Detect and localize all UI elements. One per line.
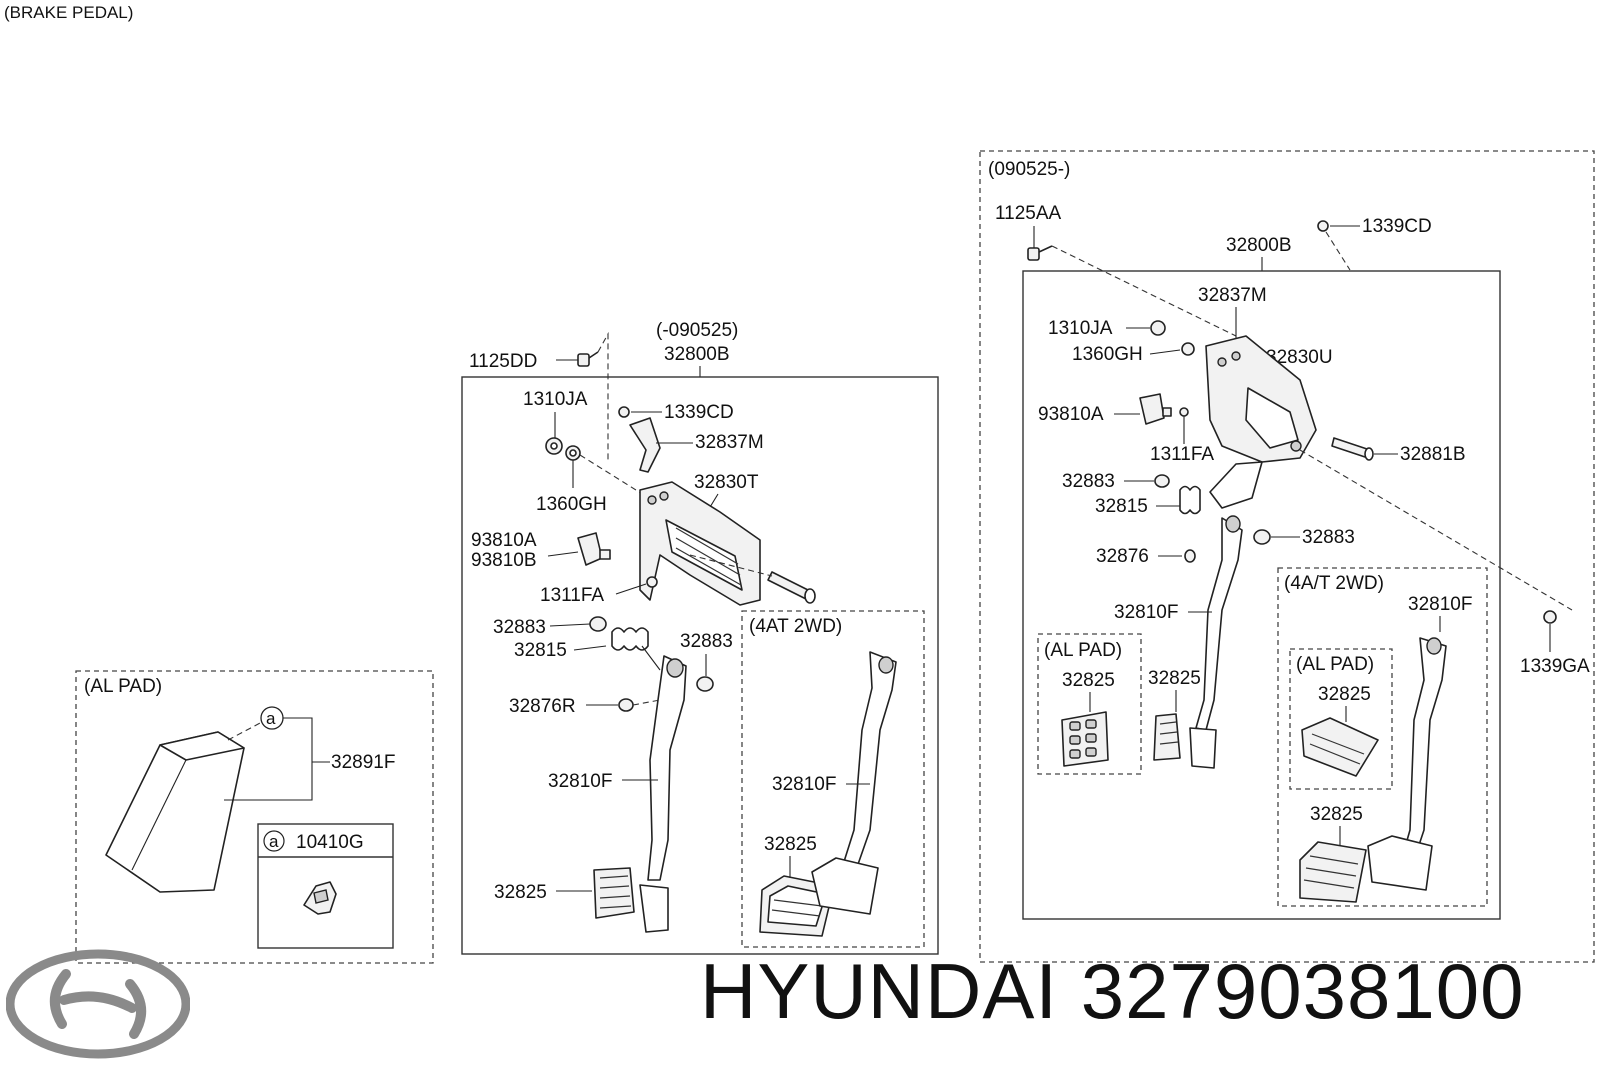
al-pad-late-part [1061,711,1109,767]
al-pad-late-sub-part [1301,717,1379,777]
part-label-32825-late-sub-al: 32825 [1318,684,1371,705]
part-label-32876R: 32876R [509,696,576,717]
early-4at-title: (4AT 2WD) [749,616,842,637]
return-spring-part [611,627,661,671]
pivot-shaft-32881B-part [1331,437,1374,461]
late-al-pad-title: (AL PAD) [1044,640,1122,661]
part-label-32810F-sub: 32810F [772,774,836,795]
al-pad-box [75,670,434,964]
part-label-32815-early: 32815 [514,640,567,661]
late-sub-al-pad-box [1289,648,1393,790]
clip-part [303,881,337,915]
aluminum-pad-cover-part [105,731,245,893]
diagram-title: (BRAKE PEDAL) [4,3,133,22]
footer-brand-partnumber: HYUNDAI 3279038100 [700,952,1525,1030]
late-assembly-box [1022,270,1501,920]
part-label-1339CD-late: 1339CD [1362,216,1432,237]
bracket-32837M-part [629,417,661,473]
part-label-1125DD: 1125DD [469,351,537,372]
return-spring-late-part [1179,485,1201,515]
part-label-32883-late-right: 32883 [1302,527,1355,548]
sub-brake-arm-late-part [1401,637,1447,861]
pedal-member-32830T-part [639,481,761,606]
late-4at-box [1277,567,1488,907]
brake-arm-late-part [1195,515,1243,731]
sub-brake-arm-part [841,651,897,871]
sub-brake-pad-late-part [1299,835,1433,903]
early-group: (-090525) 32800B 1125DD 1310JA 1360GH 13… [461,320,939,955]
late-4at-title: (4A/T 2WD) [1284,573,1384,594]
callout-a-label: a [266,709,276,728]
bolt-1125DD-part [577,351,599,367]
late-group: (090525-) 1125AA 1339CD 32800B 32837M 13… [979,150,1595,963]
stop-lamp-switch-late-part [1139,393,1172,425]
brake-pad-late-part [1153,713,1217,769]
part-label-93810B: 93810B [471,550,537,571]
early-date-range: (-090525) [656,320,738,341]
part-label-32891F: 32891F [331,752,395,773]
part-label-32837M-early: 32837M [695,432,764,453]
early-assembly-box [461,376,939,955]
pivot-shaft-part [767,571,816,604]
clip-box [257,823,394,949]
part-label-32815-late: 32815 [1095,496,1148,517]
part-label-1360GH-late: 1360GH [1072,344,1143,365]
late-outer-box [979,150,1595,963]
part-label-32883-late-left: 32883 [1062,471,1115,492]
part-label-1360GH: 1360GH [536,494,607,515]
late-sub-al-pad-title: (AL PAD) [1296,654,1374,675]
al-pad-group: (AL PAD) a 32891F a 10410G [75,670,434,964]
bolt-1125AA-part [1027,245,1053,261]
stop-lamp-switch-part [577,532,611,566]
part-label-32883-right: 32883 [680,631,733,652]
part-label-32881B: 32881B [1400,444,1466,465]
part-label-32825-late-al: 32825 [1062,670,1115,691]
part-label-32810F-late: 32810F [1114,602,1178,623]
clip-callout-a: a [269,832,279,851]
brake-arm-32810F-part [647,655,687,881]
part-label-1310JA: 1310JA [523,389,588,410]
part-label-10410G: 10410G [296,832,364,853]
part-label-32810F-early: 32810F [548,771,612,792]
late-assembly-label: 32800B [1226,235,1292,256]
late-al-pad-box [1037,633,1142,775]
part-label-32876: 32876 [1096,546,1149,567]
hyundai-logo-icon [5,948,191,1065]
part-label-32810F-late-sub: 32810F [1408,594,1472,615]
late-date-range: (090525-) [988,159,1070,180]
part-label-1310JA-late: 1310JA [1048,318,1113,339]
early-assembly-label: 32800B [664,344,730,365]
footer-brand: HYUNDAI [700,947,1059,1035]
part-label-32825-early: 32825 [494,882,547,903]
part-label-32883-upper: 32883 [493,617,546,638]
footer-part-number: 3279038100 [1080,947,1525,1035]
part-label-32825-late-sub: 32825 [1310,804,1363,825]
part-label-1311FA-late: 1311FA [1150,444,1214,465]
part-label-32830T: 32830T [694,472,759,493]
brake-pad-32825-part [593,867,669,933]
part-label-93810A-late: 93810A [1038,404,1104,425]
part-label-32830U: 32830U [1266,347,1333,368]
pedal-member-32830U-part [1205,335,1317,509]
part-label-1125AA: 1125AA [995,203,1062,224]
sub-brake-pad-part [759,857,879,937]
al-pad-title: (AL PAD) [84,676,162,697]
part-label-1339GA: 1339GA [1520,656,1590,677]
part-label-1311FA-early: 1311FA [540,585,604,606]
part-label-32837M-late: 32837M [1198,285,1267,306]
early-4at-box [741,610,925,948]
part-label-32825-late: 32825 [1148,668,1201,689]
part-label-32825-sub: 32825 [764,834,817,855]
part-label-93810A-early: 93810A [471,530,537,551]
part-label-1339CD-early: 1339CD [664,402,734,423]
